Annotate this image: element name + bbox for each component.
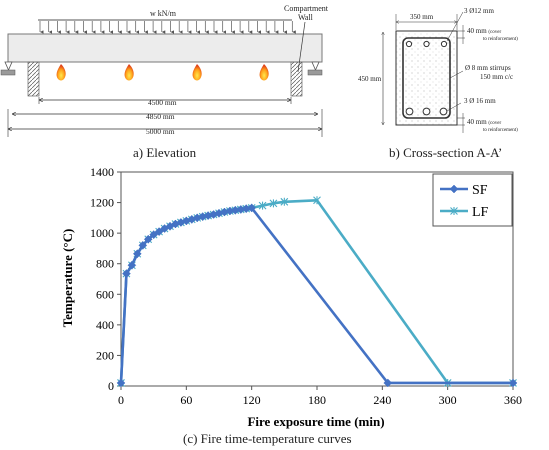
data-point-sf — [132, 249, 142, 259]
section-caption: b) Cross-section A-A’ — [389, 145, 503, 160]
data-point-lf — [280, 197, 289, 206]
elevation-diagram: w kN/m Compartment Wall 4500 mm 4850 mm … — [0, 4, 329, 137]
data-point-sf — [138, 241, 148, 250]
cross-section-diagram: 350 mm 450 mm 3 Ø12 mm 40 mm (cover to r… — [358, 7, 518, 133]
y-tick-label: 1000 — [90, 226, 114, 240]
bottom-cover-label: 40 mm (cover — [467, 118, 501, 126]
y-tick-label: 0 — [108, 379, 114, 393]
fire-icon — [192, 64, 202, 81]
elevation-caption: a) Elevation — [133, 145, 197, 160]
y-tick-label: 1400 — [90, 165, 114, 179]
load-label: w kN/m — [150, 9, 177, 18]
top-cover-label: 40 mm (cover — [467, 27, 501, 35]
y-tick-label: 600 — [96, 287, 114, 301]
top-bar — [440, 40, 448, 48]
fire-icon — [124, 64, 134, 81]
x-tick-label: 240 — [373, 393, 391, 407]
x-tick-label: 120 — [243, 393, 261, 407]
dim-total-label: 5000 mm — [146, 127, 175, 136]
wall-label-line2: Wall — [298, 13, 314, 22]
bottom-bar — [422, 107, 431, 116]
y-tick-label: 800 — [96, 257, 114, 271]
legend: SF LF — [432, 173, 513, 227]
top-cover-label-2: to reinforcement) — [483, 37, 518, 42]
wall-leader — [297, 21, 306, 73]
data-point-lf — [269, 199, 278, 208]
bottom-bars-label: 3 Ø 16 mm — [464, 97, 496, 105]
data-point-sf — [143, 234, 153, 244]
data-point-sf — [154, 227, 164, 236]
y-tick-label: 1200 — [90, 196, 114, 210]
x-tick-label: 0 — [118, 393, 124, 407]
y-axis-label: Temperature (°C) — [60, 229, 75, 328]
load-arrows — [39, 21, 296, 34]
dim-support-label: 4850 mm — [146, 112, 175, 121]
time-temperature-chart: 0 200 400 600 800 1000 1200 1400 0 60 120 180 240 300… — [60, 165, 522, 429]
data-point-sf — [247, 203, 257, 213]
stirrups-label: Ø 8 mm stirrups — [465, 64, 511, 72]
dim-fire-label: 4500 mm — [148, 98, 177, 107]
fire-icon — [259, 64, 269, 81]
bottom-bar — [439, 107, 448, 116]
data-point-lf — [313, 196, 321, 205]
section-width-label: 350 mm — [410, 13, 434, 21]
compartment-wall-right — [290, 61, 303, 97]
data-point-sf — [116, 378, 126, 388]
legend-label-sf: SF — [472, 183, 488, 198]
x-tick-label: 180 — [308, 393, 326, 407]
data-point-sf — [449, 184, 459, 194]
x-tick-label: 300 — [439, 393, 457, 407]
data-point-sf — [127, 260, 137, 270]
support-left — [0, 61, 16, 76]
data-point-lf — [258, 201, 267, 210]
top-bar — [423, 40, 430, 48]
stirrups-spacing-label: 150 mm c/c — [480, 73, 513, 81]
series-line-sf — [119, 206, 513, 385]
support-right — [307, 61, 323, 76]
top-bar — [405, 40, 413, 48]
data-point-sf — [383, 378, 393, 388]
data-point-sf — [508, 378, 518, 388]
data-point-lf — [450, 207, 458, 215]
beam — [7, 33, 323, 63]
top-bars-label: 3 Ø12 mm — [464, 7, 495, 15]
y-tick-label: 400 — [96, 318, 114, 332]
legend-label-lf: LF — [472, 205, 489, 220]
data-point-sf — [122, 269, 131, 279]
data-point-sf — [149, 230, 159, 240]
wall-label-line1: Compartment — [284, 4, 329, 13]
x-axis-label: Fire exposure time (min) — [247, 414, 384, 429]
fire-icon — [56, 64, 66, 81]
section-height-label: 450 mm — [358, 75, 382, 83]
y-tick-label: 200 — [96, 348, 114, 362]
compartment-wall-left — [27, 61, 40, 97]
x-tick-label: 360 — [504, 393, 522, 407]
chart-caption: (c) Fire time-temperature curves — [183, 431, 352, 446]
bottom-bar — [405, 107, 414, 116]
x-tick-label: 60 — [180, 393, 192, 407]
bottom-cover-label-2: to reinforcement) — [483, 128, 518, 133]
